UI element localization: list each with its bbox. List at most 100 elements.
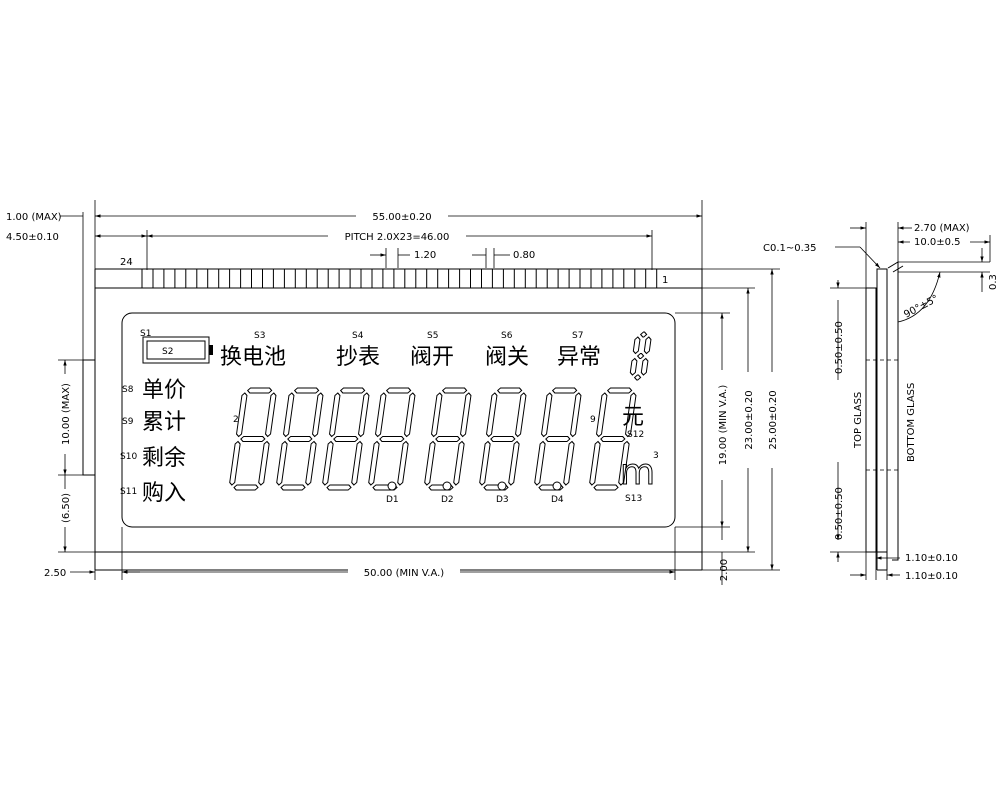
svg-text:累计: 累计 <box>142 410 186 435</box>
dim-left-height-max: 10.00 (MAX) <box>61 383 72 445</box>
pin <box>601 268 614 289</box>
svg-text:换电池: 换电池 <box>220 345 286 370</box>
svg-text:购入: 购入 <box>142 481 186 506</box>
icon-meter-reading: S4 抄表 <box>336 331 380 370</box>
top-glass <box>865 287 877 553</box>
pin <box>579 268 592 289</box>
pin <box>448 268 461 289</box>
dim-pin-width: 1.20 <box>414 250 436 261</box>
label-purchased: S11 购入 <box>120 481 186 506</box>
segment <box>600 436 626 442</box>
segment <box>358 392 370 438</box>
battery-code: S1 <box>140 329 151 339</box>
svg-text:S3: S3 <box>254 331 265 341</box>
pin-row <box>141 268 658 289</box>
segment <box>490 436 516 442</box>
dim-thickness-max: 2.70 (MAX) <box>914 223 970 234</box>
svg-text:S4: S4 <box>352 331 364 341</box>
segment <box>397 440 409 486</box>
pin <box>207 268 220 289</box>
segment <box>515 392 527 438</box>
segment <box>375 392 387 438</box>
svg-text:S6: S6 <box>501 331 513 341</box>
segment <box>453 440 465 486</box>
segment <box>629 357 638 376</box>
seven-segment-digit <box>424 387 472 491</box>
dim-lead-length: 10.0±0.5 <box>914 237 961 248</box>
segment <box>265 392 277 438</box>
segment <box>276 440 288 486</box>
bottom-glass <box>876 268 888 553</box>
segment <box>404 392 416 438</box>
pin <box>338 268 351 289</box>
seven-segment-digit <box>229 387 277 491</box>
segment <box>280 484 306 491</box>
icon-abnormal: S7 异常 <box>557 331 601 370</box>
svg-text:阀开: 阀开 <box>410 345 454 370</box>
dim-view-area-height: 19.00 (MIN V.A.) <box>718 385 729 466</box>
pin <box>251 268 263 289</box>
dim-glass-1: 1.10±0.10 <box>905 553 958 564</box>
svg-text:S12: S12 <box>627 430 644 440</box>
segment <box>479 440 491 486</box>
dim-glass-2: 1.10±0.10 <box>905 571 958 582</box>
svg-text:D3: D3 <box>496 495 509 505</box>
front-view: 55.00±0.20 1.00 (MAX) PITCH 2.0X23=46.00… <box>6 200 780 585</box>
segment <box>333 436 359 442</box>
label-unit-price: S8 单价 <box>122 378 186 403</box>
battery-inner-code: S2 <box>162 347 173 357</box>
bottom-glass-label: BOTTOM GLASS <box>906 383 917 462</box>
pin <box>163 268 176 289</box>
segment <box>639 331 648 338</box>
segment <box>508 440 520 486</box>
dim-bottom-margin: 2.00 <box>719 559 730 581</box>
segment <box>441 387 468 394</box>
dim-pin-gap: 0.80 <box>513 250 535 261</box>
pin <box>316 268 329 289</box>
pin <box>404 268 417 289</box>
label-remaining: S10 剩余 <box>120 446 186 471</box>
dim-pin-offset: 4.50±0.10 <box>6 232 59 243</box>
dim-view-area-width: 50.00 (MIN V.A.) <box>364 568 445 579</box>
decimal-point-1: D1 <box>386 481 399 505</box>
seven-segment-digit <box>368 387 416 491</box>
pin <box>623 268 636 289</box>
side-view: 2.70 (MAX) C0.1~0.35 10.0±0.5 0.3 90°±5°… <box>763 222 999 582</box>
segment <box>593 484 619 491</box>
segment <box>236 392 248 438</box>
segment <box>632 336 641 355</box>
dim-glass-thickness-max: 1.00 (MAX) <box>6 212 62 223</box>
segment <box>339 387 366 394</box>
pin <box>513 268 526 289</box>
decimal-point-2: D2 <box>441 481 454 505</box>
segment <box>589 440 601 486</box>
pin <box>229 268 242 289</box>
svg-text:S9: S9 <box>122 417 134 427</box>
segment <box>541 392 553 438</box>
segment <box>570 392 582 438</box>
label-cumulative: S9 累计 <box>122 410 186 435</box>
segment <box>229 440 241 486</box>
segment <box>486 392 498 438</box>
dim-lead-offset: 0.3 <box>988 274 999 290</box>
svg-text:S5: S5 <box>427 331 438 341</box>
segment <box>246 387 273 394</box>
pin <box>294 268 307 289</box>
svg-text:D1: D1 <box>386 495 399 505</box>
digit-marker-first: 2 <box>233 415 239 425</box>
svg-text:D4: D4 <box>551 495 564 505</box>
pin <box>557 268 570 289</box>
lcd-content: S1 S2 S3 换电池 S4 抄表 S5 阀开 S6 阀关 S7 异常 <box>120 329 659 506</box>
dim-upper: 0.50±0.50 <box>834 321 845 374</box>
dim-height-mid: 23.00±0.20 <box>744 390 755 449</box>
pin <box>645 268 658 289</box>
segment <box>551 387 578 394</box>
dim-total-width: 55.00±0.20 <box>372 212 431 223</box>
segment <box>283 392 295 438</box>
segment <box>322 440 334 486</box>
segment <box>563 440 575 486</box>
seven-segment-digit <box>276 387 324 491</box>
svg-text:元: 元 <box>622 405 644 430</box>
view-area <box>121 312 676 528</box>
segment <box>618 440 630 486</box>
